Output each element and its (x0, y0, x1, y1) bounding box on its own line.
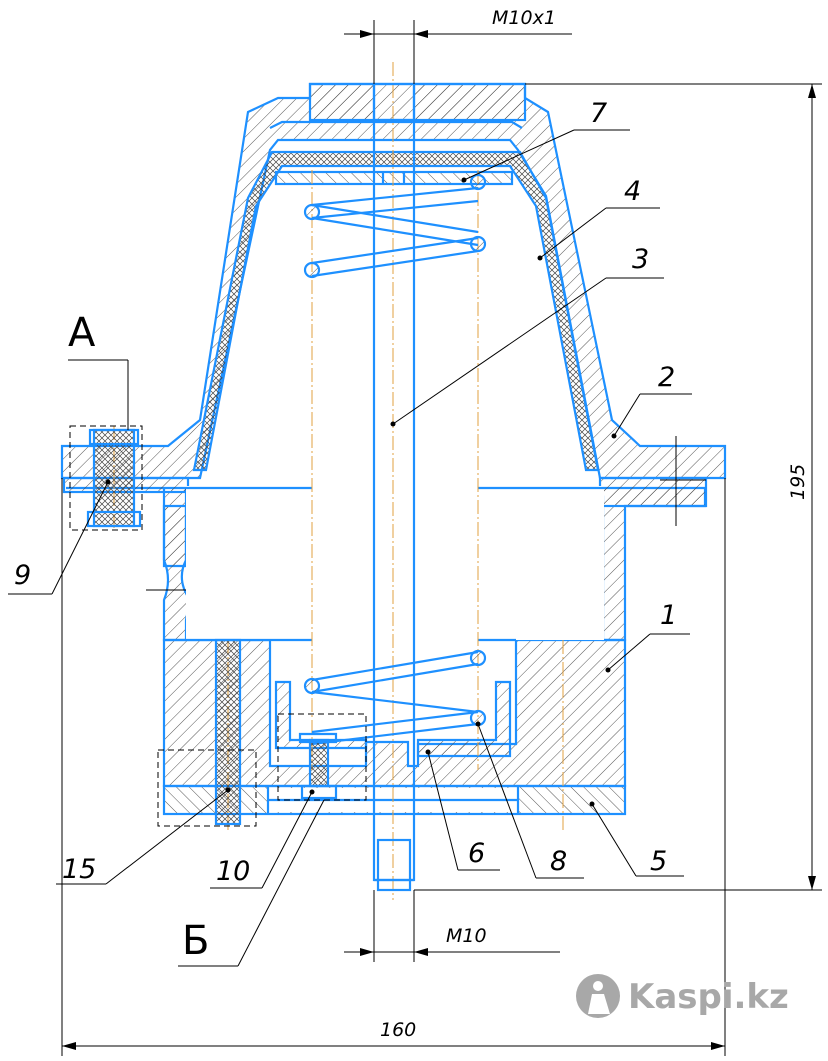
cover-part (60, 82, 727, 480)
body-part (62, 476, 708, 816)
stud-15 (157, 638, 257, 827)
kaspi-watermark: Kaspi.kz (576, 974, 789, 1018)
callout-6: 6 (425, 749, 500, 871)
width-label: 160 (380, 1019, 416, 1041)
view-b: Б (178, 799, 325, 967)
callout-10: 10 (210, 789, 315, 889)
callout-8: 8 (475, 721, 584, 879)
upper-spring (303, 173, 487, 279)
lower-spring (303, 649, 487, 746)
callout-5: 5 (589, 801, 684, 877)
shaft-part (372, 82, 416, 892)
bottom-thread-label: M10 (446, 925, 487, 947)
callout-8-label: 8 (550, 846, 567, 877)
callout-1-label: 1 (660, 600, 677, 631)
callout-7: 7 (461, 98, 630, 183)
callout-5-label: 5 (650, 846, 667, 877)
callout-6-label: 6 (468, 838, 485, 869)
dimension-bottom-thread: M10 (344, 890, 560, 962)
callout-3-label: 3 (632, 244, 649, 275)
height-label: 195 (787, 464, 809, 500)
dimension-height: 195 (414, 83, 822, 891)
callout-15: 15 (56, 787, 231, 885)
callout-1: 1 (605, 600, 690, 673)
callout-9-label: 9 (14, 560, 31, 591)
top-thread-label: M10x1 (492, 7, 556, 29)
callout-10-label: 10 (216, 856, 250, 887)
callout-4: 4 (537, 176, 660, 261)
view-a-label: А (68, 310, 96, 356)
kaspi-brand-text: Kaspi.kz (628, 977, 789, 1017)
bolt-9 (69, 425, 143, 531)
view-b-label: Б (182, 918, 209, 964)
callout-2-label: 2 (658, 362, 675, 393)
flange-bolt-right (660, 436, 706, 526)
dimension-top-thread: M10x1 (344, 7, 572, 84)
callout-7-label: 7 (590, 98, 607, 129)
callout-2: 2 (611, 362, 692, 439)
callout-15-label: 15 (62, 854, 96, 885)
view-a: А (68, 310, 129, 430)
callout-3: 3 (390, 244, 664, 427)
callout-9: 9 (8, 479, 111, 595)
callout-4-label: 4 (624, 176, 641, 207)
screw-10 (277, 713, 367, 801)
